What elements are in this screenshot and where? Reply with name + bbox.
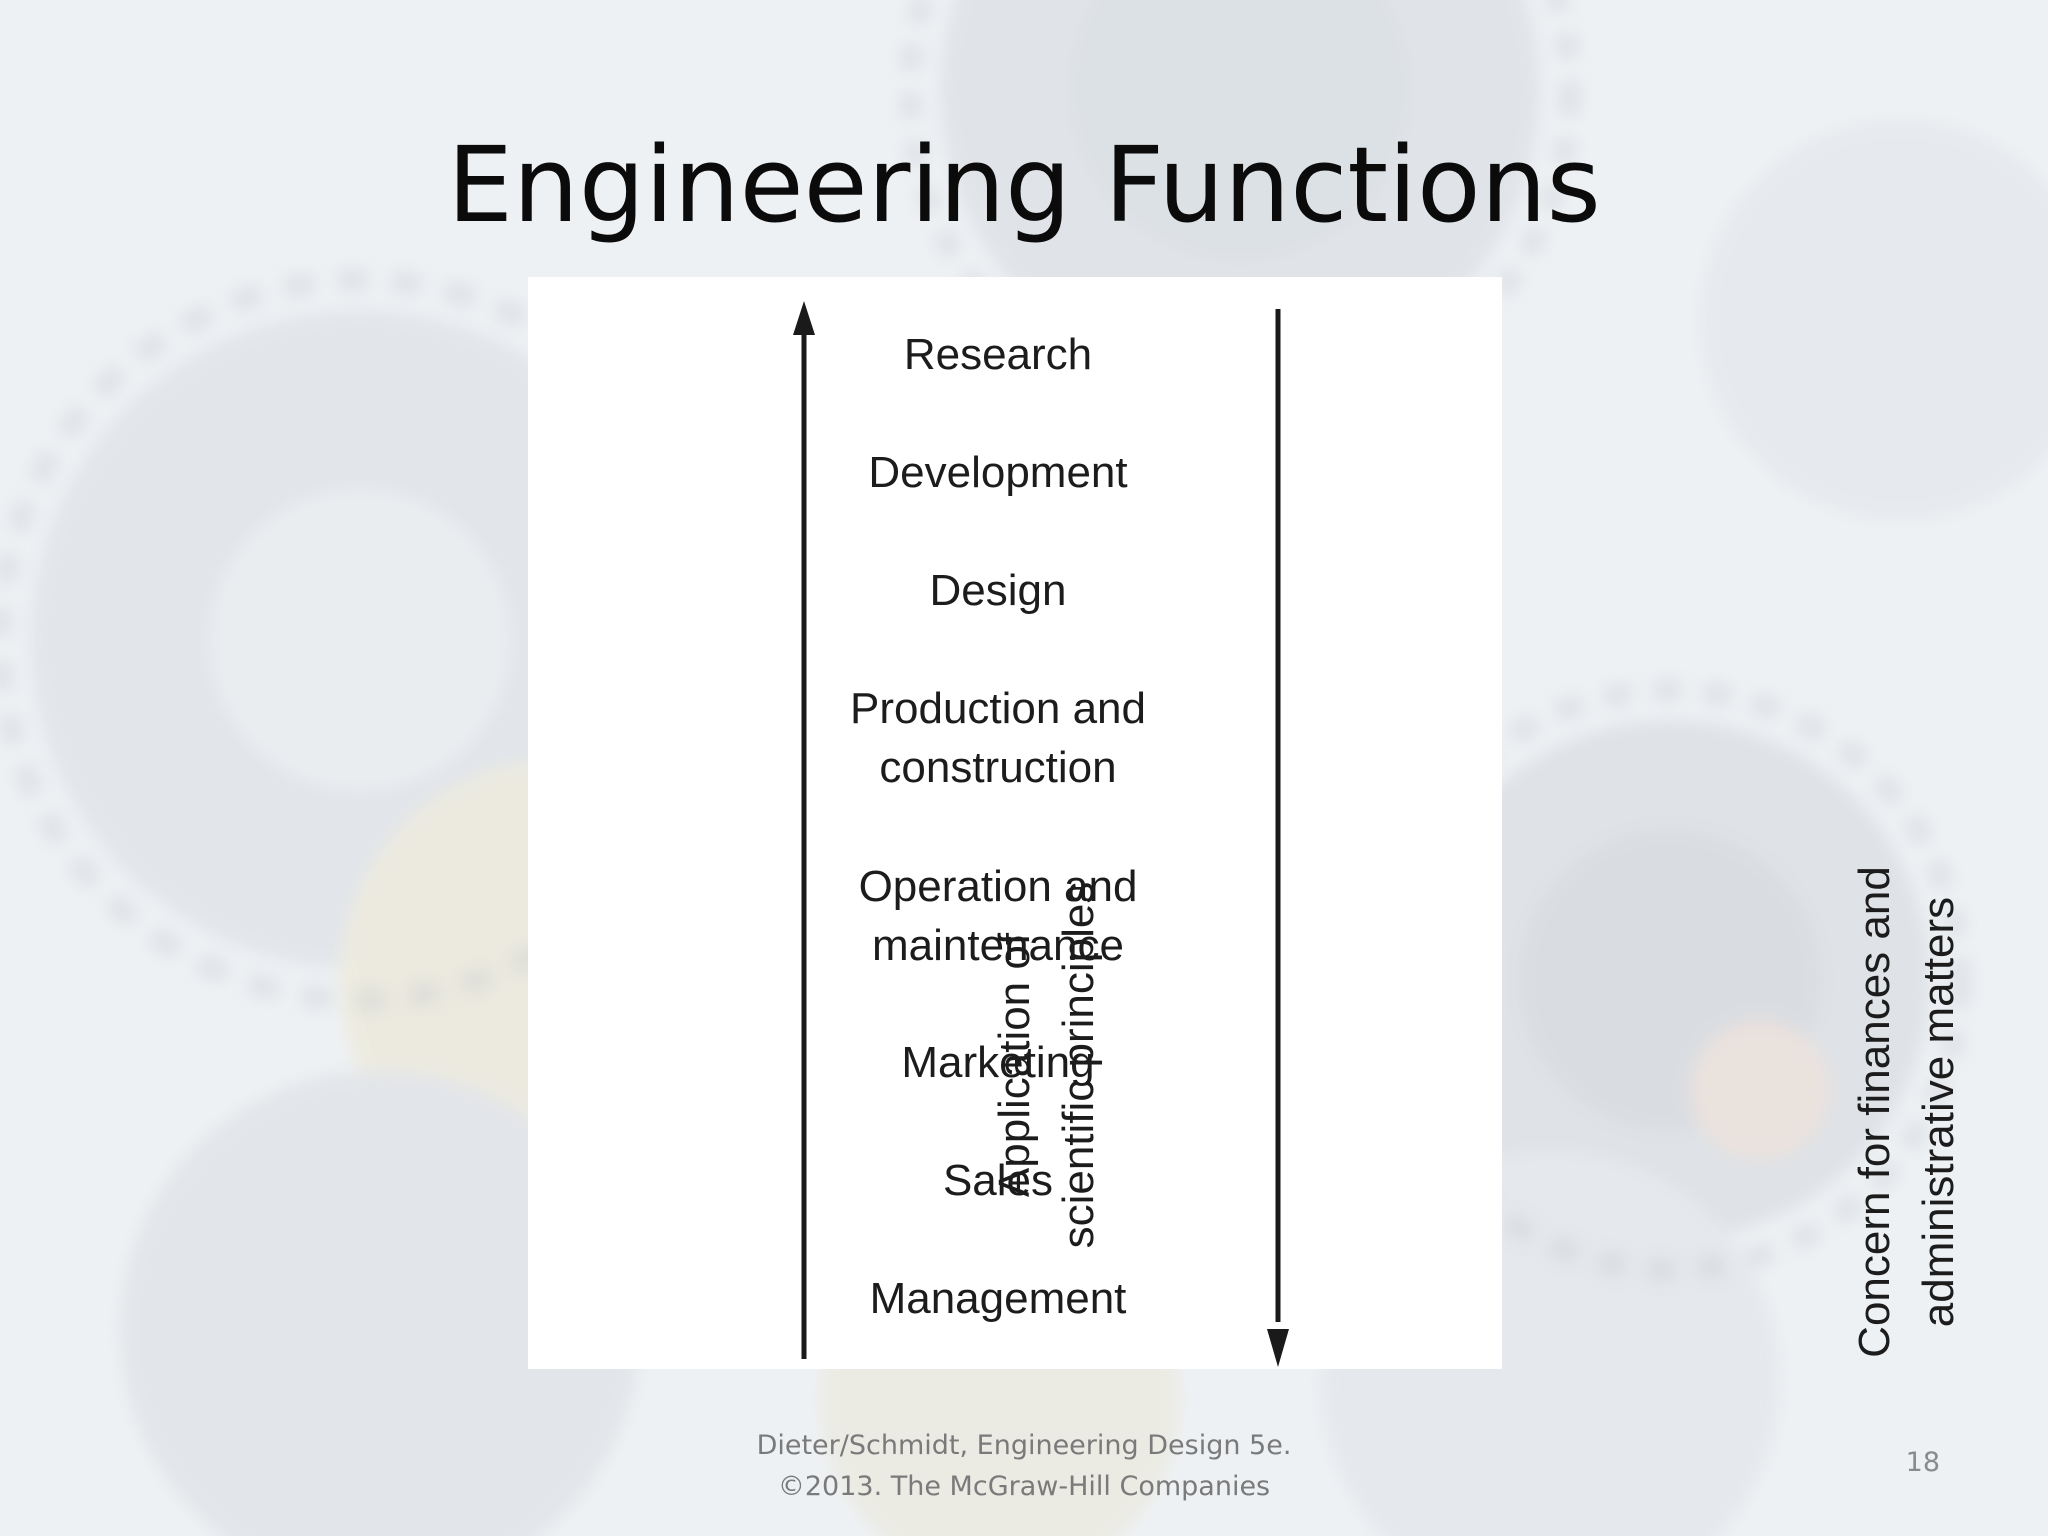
function-item: Marketing [758,1033,1238,1092]
footer-citation: Dieter/Schmidt, Engineering Design 5e. ©… [680,1425,1368,1507]
function-item: Production and construction [758,679,1238,797]
citation-line: Dieter/Schmidt, Engineering Design 5e. [756,1430,1292,1461]
left-axis-label-line: scientific principles [1054,881,1103,1249]
function-item-line: Research [903,330,1093,379]
function-item: Research [758,325,1238,384]
function-item-line: Development [868,448,1128,497]
function-item: Management [758,1269,1238,1328]
function-item-line: Management [869,1274,1127,1323]
function-item-line: construction [879,743,1117,792]
function-item: Design [758,561,1238,620]
right-axis-label-line: administrative matters [1914,896,1963,1328]
function-item-line: maintenance [872,921,1124,970]
diagram-arrows [793,301,1289,1367]
slide-number: 18 [1905,1447,1940,1478]
function-item: Sales [758,1151,1238,1210]
left-arrow-head [793,301,815,335]
left-axis-label-line: Application of [990,932,1039,1198]
right-axis-label-line: Concern for finances and [1850,866,1899,1358]
function-item: Operation and maintenance [758,857,1238,975]
function-item-line: Marketing [901,1038,1095,1087]
function-item-line: Design [929,566,1067,615]
slide-title: Engineering Functions [447,124,1601,246]
function-item-line: Operation and [858,862,1138,911]
function-item-line: Sales [942,1156,1054,1205]
function-item: Development [758,443,1238,502]
citation-line: ©2013. The McGraw-Hill Companies [777,1471,1271,1502]
right-arrow-head [1267,1329,1289,1367]
right-axis-label: Concern for finances and administrative … [1843,822,1971,1402]
function-item-line: Production and [850,684,1146,733]
left-axis-label: Application of scientific principles [983,775,1111,1355]
